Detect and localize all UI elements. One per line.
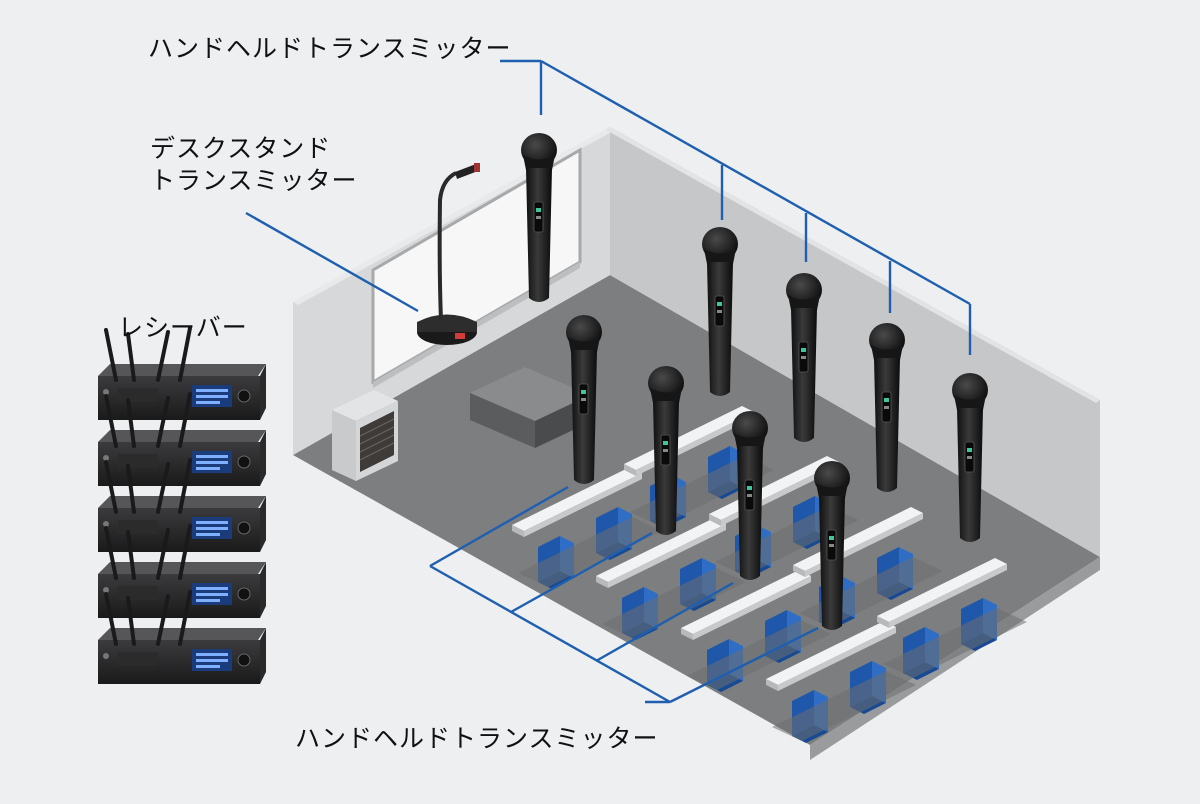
label-receivers: レシーバー (118, 313, 248, 342)
label-handheld-top: ハンドヘルドトランスミッター (148, 34, 512, 63)
label-desk-stand-line1: デスクスタンド (150, 134, 332, 163)
receiver-stack (96, 326, 268, 686)
label-handheld-bottom: ハンドヘルドトランスミッター (295, 724, 659, 753)
label-desk-stand-line2: トランスミッター (150, 166, 358, 195)
label-desk-stand: デスクスタンド トランスミッター (150, 133, 358, 197)
desk-stand-mic (417, 163, 480, 345)
connector-lines (245, 59, 972, 704)
